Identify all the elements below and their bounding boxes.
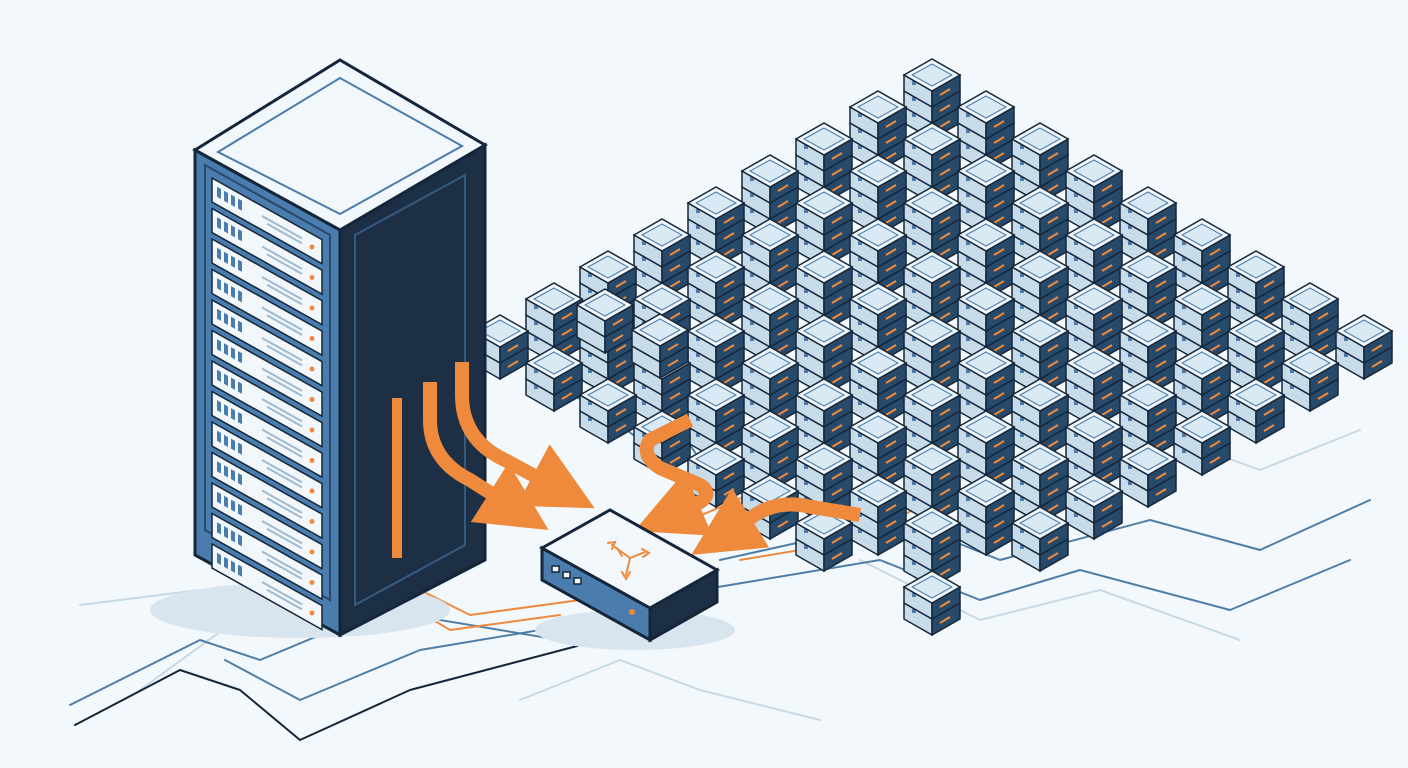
cluster-server-node [1280, 346, 1340, 413]
cluster-server-node [902, 314, 962, 397]
rack-units [211, 176, 323, 631]
flow-arrow-cluster-to-switch-2 [691, 488, 862, 555]
cluster-server-node [1172, 218, 1232, 301]
cluster-server-node [902, 506, 962, 589]
network-switch [535, 508, 735, 650]
cluster-server-node [956, 474, 1016, 557]
cluster-server-node [1064, 474, 1124, 541]
rack-unit [211, 329, 323, 418]
cluster-server-node [902, 570, 962, 637]
rack-unit [211, 298, 323, 387]
cluster-server-node [794, 122, 854, 205]
cluster-server-node [1010, 314, 1070, 397]
cluster-server-node [575, 288, 635, 355]
cluster-server-node [1064, 410, 1124, 493]
cluster-server-node [1064, 154, 1124, 237]
rack-unit [211, 542, 323, 631]
cluster-server-node [902, 442, 962, 525]
cluster-server-node [1226, 250, 1286, 333]
cluster-server-node [1118, 186, 1178, 269]
switch-ports [551, 565, 582, 585]
cluster-server-node [1226, 378, 1286, 445]
flow-arrow-rack-to-switch-2 [455, 362, 595, 509]
cluster-server-node [1010, 506, 1070, 573]
data-flow-arrows [392, 362, 862, 558]
cluster-server-node [1172, 346, 1232, 429]
usb-fork-icon [607, 540, 651, 582]
cluster-server-node [1334, 314, 1394, 381]
switch-status-led [629, 609, 635, 615]
rack-unit [211, 237, 323, 326]
rack-unit [211, 268, 323, 357]
rack-unit [211, 390, 323, 479]
rack-unit [211, 176, 323, 265]
cluster-server-node [902, 378, 962, 461]
cluster-server-node [902, 250, 962, 333]
rack-unit [211, 481, 323, 570]
cluster-server-node [686, 186, 746, 269]
cluster-server-node [524, 346, 584, 413]
cluster-server-node [1118, 250, 1178, 333]
cluster-server-node [632, 218, 692, 301]
server-cluster [470, 58, 1394, 637]
rack-top-face [192, 58, 488, 232]
flow-bar-on-rack [392, 398, 402, 558]
cluster-server-node [630, 313, 690, 380]
cluster-server-node [794, 250, 854, 333]
rack-unit [211, 512, 323, 601]
cluster-server-node [1172, 410, 1232, 477]
flow-arrow-rack-to-switch-1 [423, 382, 549, 531]
cluster-server-node [848, 410, 908, 493]
cluster-server-node [848, 218, 908, 301]
cluster-server-node [956, 410, 1016, 493]
cluster-server-node [578, 378, 638, 445]
rack-unit [211, 451, 323, 540]
cluster-server-node [956, 346, 1016, 429]
cluster-server-node [1118, 442, 1178, 509]
rack-unit [211, 420, 323, 509]
rack-unit [211, 207, 323, 296]
rack-unit [211, 359, 323, 448]
server-rack [150, 58, 488, 638]
cluster-server-node [740, 218, 800, 301]
